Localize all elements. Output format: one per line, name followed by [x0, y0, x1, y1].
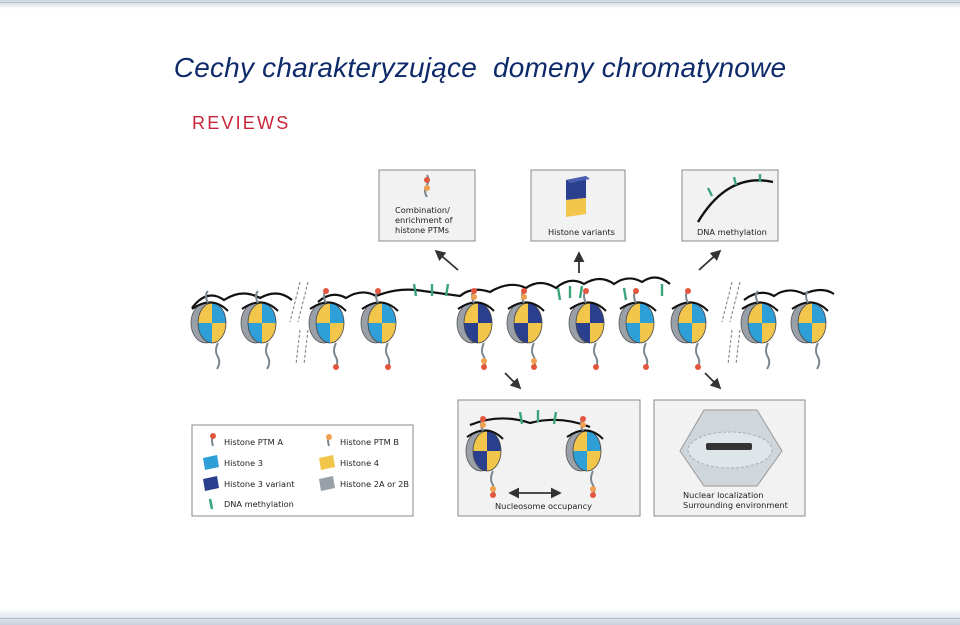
nucleosome: [618, 288, 657, 370]
box-nucleosome-occupancy: Nucleosome occupancy: [457, 399, 641, 517]
histone3-icon: [203, 455, 219, 470]
histone2-icon: [319, 476, 335, 491]
variants-box-label: Histone variants: [548, 227, 615, 237]
histone3-variant-icon: [203, 476, 219, 491]
legend-ptm-a: Histone PTM A: [224, 437, 283, 447]
occupancy-label: Nucleosome occupancy: [495, 501, 592, 511]
top-border-bar: [0, 0, 960, 9]
dna-methylation-icon: [208, 498, 214, 510]
nuclear-label-2: Surrounding environment: [683, 500, 789, 510]
arrows-down: [504, 372, 722, 390]
nucleosome: [360, 288, 399, 370]
nuclear-label-1: Nuclear localization: [683, 490, 763, 500]
journal-label: REVIEWS: [192, 113, 291, 133]
legend-ptm-b: Histone PTM B: [340, 437, 399, 447]
histone4-icon: [319, 455, 335, 470]
nucleosome: [568, 288, 607, 370]
legend-dna-meth: DNA methylation: [224, 499, 294, 509]
occupancy-nucleosomes: [465, 416, 604, 498]
ptm-box-label-1: Combination/: [395, 205, 450, 215]
bottom-border-bar: [0, 609, 960, 625]
chromatin-fiber: [191, 276, 835, 365]
nucleosome: [670, 288, 709, 370]
nucleosome: [190, 290, 229, 370]
ptm-box-label-3: histone PTMs: [395, 225, 449, 235]
box-dna-methylation: DNA methylation: [681, 169, 779, 242]
ptm-b-icon: [326, 434, 332, 440]
ptm-a-icon: [210, 433, 216, 439]
nucleosome: [456, 288, 495, 370]
nucleosome: [790, 290, 829, 370]
slide-title: Cechy charakteryzujące domeny chromatyno…: [173, 52, 787, 83]
box-histone-variants: Histone variants: [530, 169, 626, 242]
arrows-up: [434, 249, 722, 273]
legend-h4: Histone 4: [340, 458, 379, 468]
ptm-box-label-2: enrichment of: [395, 215, 454, 225]
nucleosome: [240, 290, 279, 370]
nucleosome: [465, 416, 504, 498]
legend-h2: Histone 2A or 2B: [340, 479, 409, 489]
nucleosome: [506, 288, 545, 370]
nucleosome: [565, 416, 604, 498]
nucleosome: [740, 290, 779, 370]
nucleosome: [308, 288, 347, 370]
legend-h3v: Histone 3 variant: [224, 479, 295, 489]
legend-box: Histone PTM A Histone PTM B Histone 3 Hi…: [191, 424, 414, 517]
legend-h3: Histone 3: [224, 458, 263, 468]
box-nuclear-localization: Nuclear localization Surrounding environ…: [653, 399, 806, 517]
methylation-box-label: DNA methylation: [697, 227, 767, 237]
nucleosome-row: [190, 288, 829, 370]
box-histone-ptms: Combination/ enrichment of histone PTMs: [378, 169, 476, 242]
